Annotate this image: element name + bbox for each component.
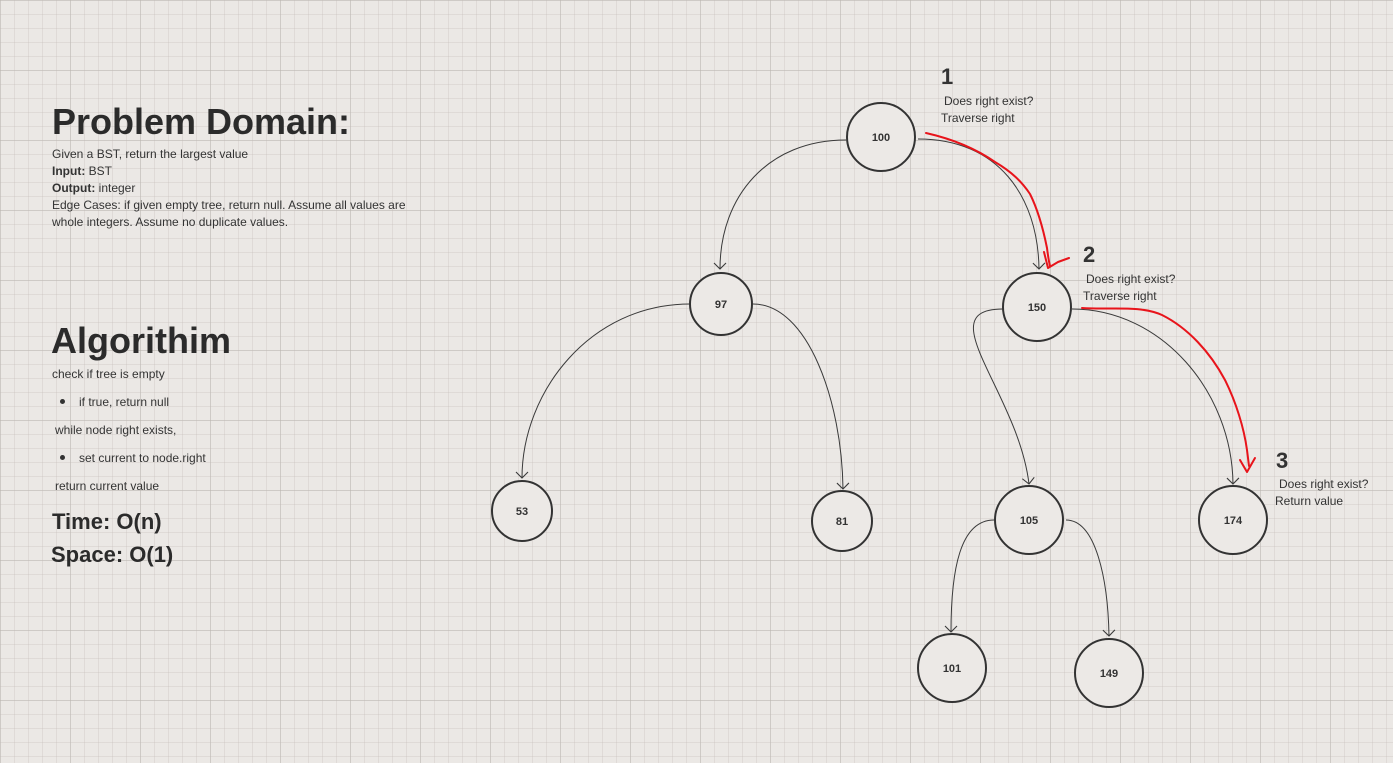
node-53-label: 53 (516, 506, 528, 518)
node-105[interactable]: 105 (994, 485, 1064, 555)
node-53[interactable]: 53 (491, 480, 553, 542)
time-complexity: Time: O(n) (52, 509, 162, 534)
problem-details: Given a BST, return the largest value In… (52, 146, 432, 231)
step-3-question: Does right exist? (1279, 477, 1369, 491)
step-3-number: 3 (1276, 448, 1289, 473)
node-105-label: 105 (1020, 515, 1038, 527)
edge-97-81 (752, 303, 850, 490)
edge-150-174 (1071, 308, 1240, 485)
node-97-label: 97 (715, 299, 727, 311)
edge-100-150 (917, 138, 1046, 270)
edge-105-101 (944, 519, 995, 633)
step-1-question: Does right exist? (944, 94, 1034, 108)
node-81-label: 81 (836, 516, 848, 528)
edge-cases-line2: whole integers. Assume no duplicate valu… (52, 215, 289, 229)
step-2-action: Traverse right (1083, 289, 1157, 303)
algorithm-step-2: while node right exists, (55, 423, 177, 437)
edge-100-97 (713, 139, 847, 270)
algorithm-heading: Algorithim (51, 320, 231, 361)
node-81[interactable]: 81 (811, 490, 873, 552)
space-complexity: Space: O(1) (51, 542, 174, 567)
output-line: Output: integer (52, 180, 432, 197)
traversal-stroke-1 (925, 132, 1051, 267)
edge-105-149 (1065, 519, 1116, 637)
edge-150-105 (972, 308, 1035, 485)
problem-heading: Problem Domain: (52, 101, 351, 142)
traversal-stroke-2 (1081, 307, 1250, 467)
step-1-number: 1 (941, 64, 954, 89)
node-101[interactable]: 101 (917, 633, 987, 703)
edge-cases-line1: Edge Cases: if given empty tree, return … (52, 198, 406, 212)
bullet-icon (60, 455, 65, 461)
step-3-action: Return value (1275, 494, 1344, 508)
node-150-label: 150 (1028, 302, 1046, 314)
algorithm-bullet-1: if true, return null (60, 395, 169, 409)
node-174-label: 174 (1224, 515, 1243, 527)
tree-edges (515, 138, 1240, 637)
algorithm-step-3: return current value (55, 479, 160, 493)
output-value: integer (95, 181, 136, 195)
algorithm-bullet-1-text: if true, return null (79, 395, 170, 409)
algorithm-step-1: check if tree is empty (52, 367, 165, 381)
problem-description: Given a BST, return the largest value (52, 147, 249, 161)
step-2-number: 2 (1083, 242, 1096, 267)
node-174[interactable]: 174 (1198, 485, 1268, 555)
input-line: Input: BST (52, 163, 432, 180)
traversal-path (925, 132, 1256, 473)
input-label: Input: (52, 164, 86, 178)
output-label: Output: (52, 181, 96, 195)
node-150[interactable]: 150 (1002, 272, 1072, 342)
node-100[interactable]: 100 (846, 102, 916, 172)
algorithm-bullet-2: set current to node.right (60, 451, 206, 465)
algorithm-bullet-2-text: set current to node.right (79, 451, 206, 465)
step-1-action: Traverse right (941, 111, 1015, 125)
traversal-arrowhead-1 (1043, 251, 1070, 269)
node-100-label: 100 (872, 132, 890, 144)
step-2-question: Does right exist? (1086, 272, 1176, 286)
traversal-arrowhead-2 (1239, 457, 1256, 473)
node-101-label: 101 (943, 663, 961, 675)
edge-97-53 (515, 303, 691, 479)
input-value: BST (85, 164, 112, 178)
node-97[interactable]: 97 (689, 272, 753, 336)
node-149-label: 149 (1100, 668, 1118, 680)
bullet-icon (60, 399, 65, 405)
node-149[interactable]: 149 (1074, 638, 1144, 708)
